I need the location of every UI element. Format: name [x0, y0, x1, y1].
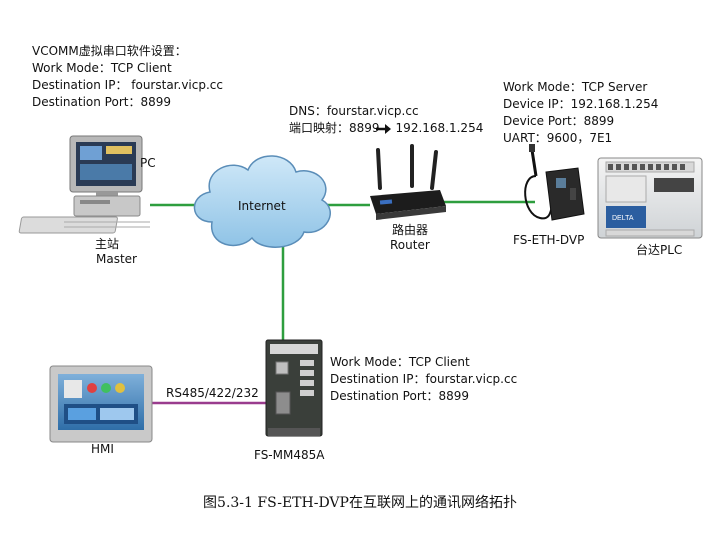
router-dns: DNS：fourstar.vicp.cc [289, 104, 419, 118]
fs-mm485a-icon [265, 339, 323, 437]
master-label-cn: 主站 [95, 237, 120, 251]
svg-text:DELTA: DELTA [612, 215, 634, 222]
pc-config-title: VCOMM虚拟串口软件设置： [32, 44, 187, 58]
fs-eth-dvp-icon [524, 144, 585, 221]
pc-config-block: VCOMM虚拟串口软件设置： Work Mode：TCP Client Dest… [32, 43, 223, 111]
router-icon [370, 144, 446, 220]
mm485-work-mode: Work Mode：TCP Client [330, 355, 470, 369]
fs-eth-dvp-label: FS-ETH-DVP [513, 233, 585, 247]
hmi-panel-icon [49, 365, 153, 443]
master-label-en: Master [96, 252, 137, 266]
server-device-port: Device Port：8899 [503, 114, 615, 128]
mm485-destination-port: Destination Port：8899 [330, 389, 470, 403]
hmi-label: HMI [91, 442, 114, 456]
rs485-label: RS485/422/232 [166, 386, 259, 400]
server-device-ip: Device IP：192.168.1.254 [503, 97, 659, 111]
server-work-mode: Work Mode：TCP Server [503, 80, 648, 94]
pc-destination-port: Destination Port：8899 [32, 95, 172, 109]
delta-plc-icon: DELTA [597, 157, 703, 239]
figure-caption: 图5.3-1 FS-ETH-DVP在互联网上的通讯网络拓扑 [203, 495, 517, 511]
router-label-cn: 路由器 [392, 223, 429, 237]
internet-label: Internet [238, 199, 286, 213]
router-label-en: Router [390, 238, 430, 252]
mm485-destination-ip: Destination IP：fourstar.vicp.cc [330, 372, 518, 386]
pc-destination-ip: Destination IP： fourstar.vicp.cc [32, 78, 223, 92]
mm485-config-block: Work Mode：TCP Client Destination IP：four… [330, 354, 517, 405]
pc-work-mode: Work Mode：TCP Client [32, 61, 172, 75]
master-pc-icon [18, 135, 150, 234]
server-config-block: Work Mode：TCP Server Device IP：192.168.1… [503, 79, 658, 147]
pc-label: PC [140, 156, 156, 170]
router-mapping-target: 192.168.1.254 [395, 121, 484, 135]
router-config-block: DNS：fourstar.vicp.cc 端口映射：8899 192.168.1.… [289, 103, 483, 137]
plc-label: 台达PLC [636, 243, 683, 257]
internet-cloud-icon [193, 155, 331, 248]
server-uart: UART：9600，7E1 [503, 131, 613, 145]
router-port-mapping: 端口映射：8899 [289, 121, 380, 135]
arrow-right-icon [376, 124, 391, 134]
fs-mm485a-label: FS-MM485A [254, 448, 325, 462]
